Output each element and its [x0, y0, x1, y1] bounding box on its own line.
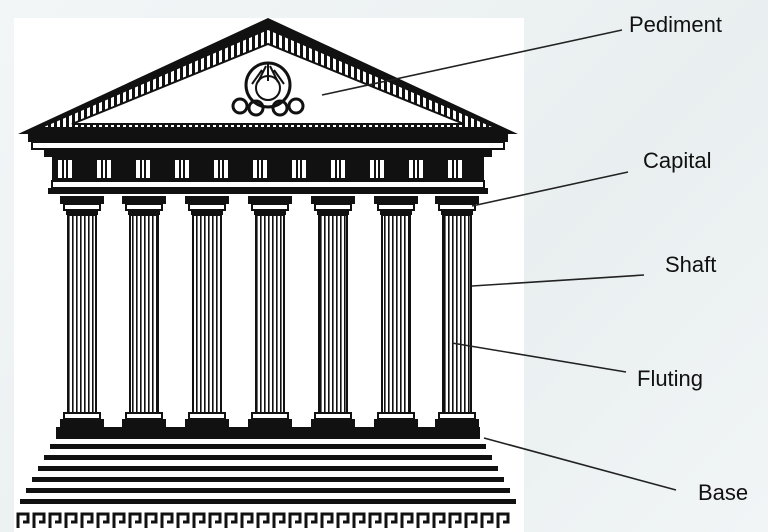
column-capital: [435, 196, 479, 204]
frieze-triglyph: [253, 160, 267, 178]
column-plinth: [60, 419, 104, 427]
column-capital-echinus: [252, 204, 288, 210]
frieze-triglyph: [175, 160, 189, 178]
base-step: [26, 488, 510, 493]
frieze-triglyph: [292, 160, 306, 178]
frieze-triglyph: [136, 160, 150, 178]
greek-key-border: [14, 510, 524, 532]
frieze-groove: [183, 160, 185, 178]
column-capital: [248, 196, 292, 204]
frieze-groove: [413, 160, 415, 178]
column-capital-echinus: [378, 204, 414, 210]
frieze-triglyph: [409, 160, 423, 178]
base-step: [50, 444, 486, 449]
column-capital-echinus: [64, 204, 100, 210]
label-capital: Capital: [643, 148, 711, 173]
column-base-torus: [189, 413, 225, 419]
frieze-groove: [296, 160, 298, 178]
column-base-torus: [378, 413, 414, 419]
column-shaft: [256, 215, 284, 413]
frieze-groove: [300, 160, 302, 178]
column-capital: [60, 196, 104, 204]
column-plinth: [248, 419, 292, 427]
frieze-triglyph: [448, 160, 462, 178]
frieze-groove: [452, 160, 454, 178]
column-plinth: [435, 419, 479, 427]
column-capital: [311, 196, 355, 204]
column-shaft: [130, 215, 158, 413]
label-shaft: Shaft: [665, 252, 716, 277]
column-shaft: [68, 215, 96, 413]
frieze-groove: [456, 160, 458, 178]
column-shaft: [193, 215, 221, 413]
column-base-torus: [315, 413, 351, 419]
label-fluting: Fluting: [637, 366, 703, 391]
frieze-groove: [417, 160, 419, 178]
frieze-groove: [101, 160, 103, 178]
frieze-groove: [140, 160, 142, 178]
frieze-groove: [218, 160, 220, 178]
stylobate: [56, 427, 480, 439]
frieze-groove: [339, 160, 341, 178]
column-capital-echinus: [189, 204, 225, 210]
column-base-torus: [64, 413, 100, 419]
column-plinth: [122, 419, 166, 427]
base-step: [20, 499, 516, 504]
column-base-torus: [126, 413, 162, 419]
column-shaft: [382, 215, 410, 413]
frieze-groove: [62, 160, 64, 178]
labels: Pediment Capital Shaft Fluting Base: [629, 12, 748, 505]
frieze-groove: [179, 160, 181, 178]
column-plinth: [185, 419, 229, 427]
base-step: [32, 477, 504, 482]
column-shaft: [319, 215, 347, 413]
column-plinth: [374, 419, 418, 427]
column-capital-echinus: [126, 204, 162, 210]
frieze-triglyph: [331, 160, 345, 178]
column-base-torus: [439, 413, 475, 419]
frieze-groove: [378, 160, 380, 178]
frieze-groove: [261, 160, 263, 178]
frieze-groove: [222, 160, 224, 178]
column-capital-echinus: [439, 204, 475, 210]
column-base-torus: [252, 413, 288, 419]
frieze-triglyph: [370, 160, 384, 178]
frieze-groove: [374, 160, 376, 178]
base-step: [38, 466, 498, 471]
frieze-groove: [144, 160, 146, 178]
frieze-groove: [335, 160, 337, 178]
column-shaft: [443, 215, 471, 413]
base-step: [44, 455, 492, 460]
frieze-groove: [257, 160, 259, 178]
frieze-triglyph: [214, 160, 228, 178]
entablature: [28, 134, 508, 194]
column-capital: [122, 196, 166, 204]
column-plinth: [311, 419, 355, 427]
label-base: Base: [698, 480, 748, 505]
label-pediment: Pediment: [629, 12, 722, 37]
column-capital-echinus: [315, 204, 351, 210]
column-capital: [185, 196, 229, 204]
frieze-triglyph: [58, 160, 72, 178]
frieze-triglyph: [97, 160, 111, 178]
frieze-groove: [66, 160, 68, 178]
column-capital: [374, 196, 418, 204]
frieze-groove: [105, 160, 107, 178]
